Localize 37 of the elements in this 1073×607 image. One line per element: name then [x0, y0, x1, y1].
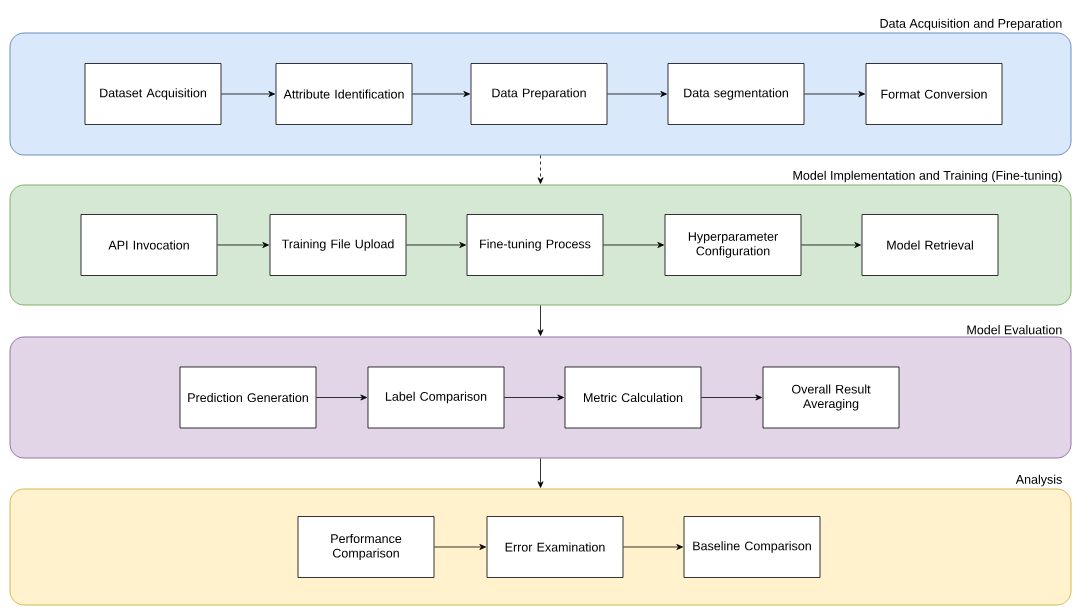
process-box: API Invocation	[80, 214, 218, 276]
arrow	[537, 305, 544, 336]
arrow	[537, 458, 544, 488]
process-box: Data segmentation	[667, 63, 805, 125]
node-label: Analysis	[1015, 474, 1062, 487]
node-label: Model Evaluation	[967, 325, 1062, 335]
arrow	[217, 242, 269, 248]
arrow	[221, 91, 275, 97]
arrow	[412, 91, 470, 97]
process-box: Training File Upload	[269, 214, 407, 276]
arrow	[603, 242, 664, 248]
process-box: Dataset Acquisition	[84, 63, 222, 125]
process-box: Model Retrieval	[861, 214, 999, 276]
arrow	[537, 155, 544, 184]
process-box: Prediction Generation	[179, 366, 317, 429]
arrow	[607, 91, 667, 97]
process-box: Performance Comparison	[297, 516, 435, 578]
arrow	[406, 242, 466, 248]
process-box: Attribute Identification	[275, 63, 413, 125]
process-box: Baseline Comparison	[683, 516, 821, 578]
process-box: Label Comparison	[367, 366, 505, 429]
arrow	[504, 394, 564, 401]
arrow	[434, 544, 486, 550]
arrow	[316, 394, 367, 401]
node-label: Model Implementation and Training (Fine-tuning)	[793, 170, 1062, 183]
process-box: Data Preparation	[470, 63, 608, 125]
process-box: Overall Result Averaging	[762, 366, 900, 429]
process-box: Metric Calculation	[564, 366, 702, 429]
arrow	[623, 544, 683, 550]
arrow	[804, 91, 865, 97]
process-box: Fine-tuning Process	[466, 214, 604, 276]
arrow	[801, 242, 861, 248]
process-box: Error Examination	[486, 516, 624, 578]
process-box: Format Conversion	[865, 63, 1003, 125]
process-box: Hyperparameter Configuration	[664, 214, 802, 276]
node-label: Data Acquisition and Preparation	[880, 18, 1062, 31]
arrow	[701, 394, 762, 401]
